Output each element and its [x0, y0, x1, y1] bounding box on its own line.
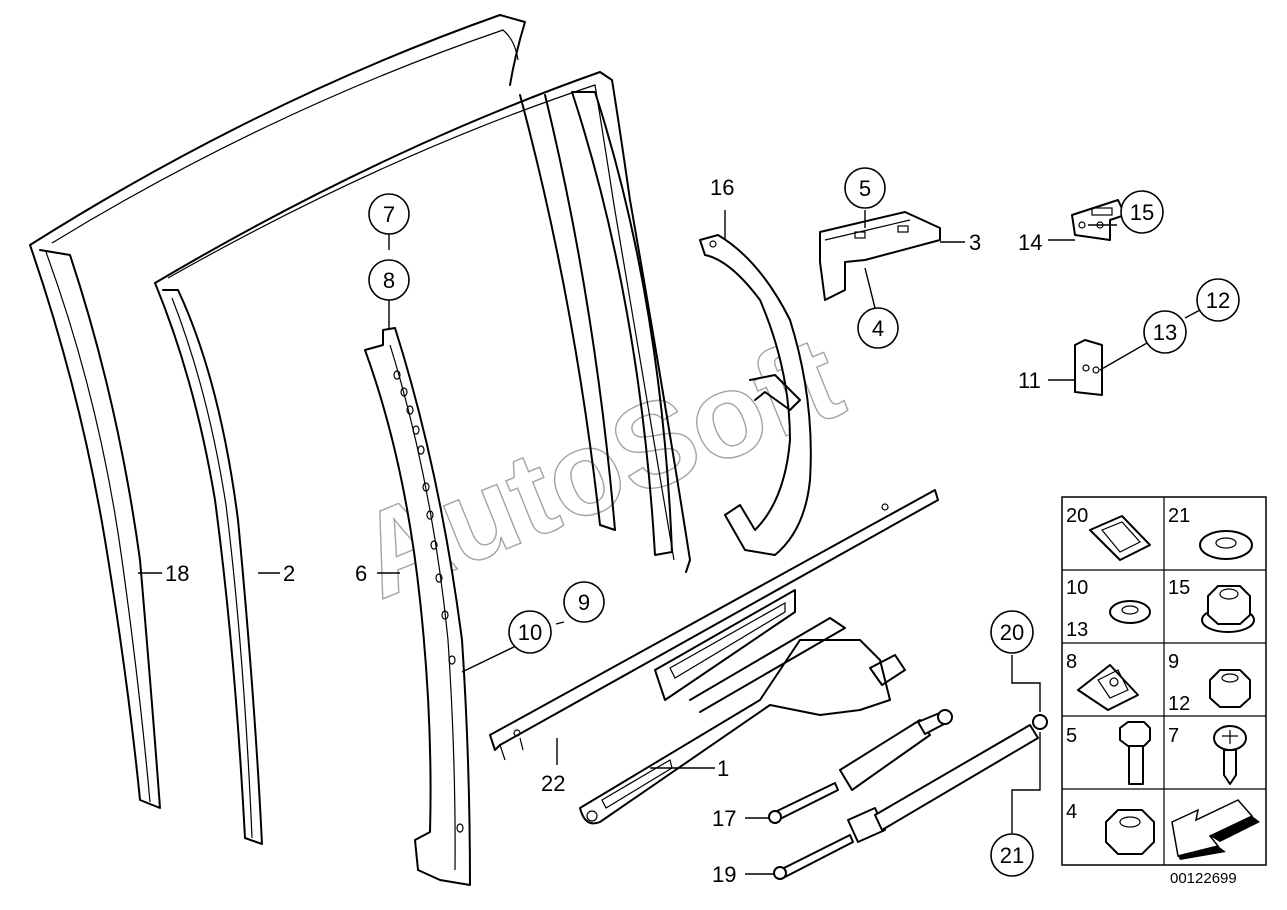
callout-6: 6	[355, 561, 367, 586]
inset-label-10: 10	[1066, 577, 1088, 599]
callout-circle-21: 21	[990, 833, 1034, 877]
part-1-regulator-mechanism	[579, 617, 906, 825]
callout-circle-13: 13	[1143, 310, 1187, 354]
speed-nut-icon	[1077, 664, 1139, 711]
svg-text:15: 15	[1130, 200, 1154, 225]
svg-text:21: 21	[1000, 843, 1024, 868]
callout-circle-7: 7	[368, 193, 410, 235]
callout-3: 3	[969, 230, 981, 255]
inset-label-9: 9	[1168, 651, 1179, 673]
part-16-window-guide-bracket	[699, 234, 812, 556]
part-14-small-bracket	[1071, 199, 1126, 241]
inset-label-13: 13	[1066, 619, 1088, 641]
svg-text:9: 9	[578, 590, 590, 615]
hex-bolt-icon	[1119, 721, 1151, 785]
direction-arrow-icon	[1171, 799, 1260, 860]
inset-label-20: 20	[1066, 505, 1088, 527]
callout-1: 1	[717, 756, 729, 781]
callout-leaders	[138, 210, 1201, 875]
callout-19: 19	[712, 862, 736, 887]
inset-label-12: 12	[1168, 693, 1190, 715]
hex-nut-icon	[1209, 669, 1251, 708]
part-2-window-frame-seal	[154, 71, 691, 845]
part-11-plate	[1074, 339, 1103, 396]
part-22-regulator-rail	[489, 489, 939, 761]
callout-11: 11	[1018, 368, 1041, 393]
callout-circle-4: 4	[857, 307, 899, 349]
part-3-bracket	[819, 211, 941, 301]
svg-text:10: 10	[518, 620, 542, 645]
inset-label-8: 8	[1066, 651, 1077, 673]
callout-16: 16	[710, 175, 734, 200]
svg-text:7: 7	[383, 202, 395, 227]
hardware-inset-table: 20 21 10 13 15 8 9 12	[1061, 496, 1267, 866]
diagram-reference-number: 00122699	[1170, 870, 1237, 887]
svg-text:13: 13	[1153, 320, 1177, 345]
hex-flange-nut-icon	[1201, 585, 1255, 633]
inset-label-5: 5	[1066, 725, 1077, 747]
part-17-gas-strut	[768, 709, 953, 824]
part-6-window-guide-rail	[364, 327, 471, 886]
inset-label-4: 4	[1066, 801, 1077, 823]
inset-label-21: 21	[1168, 505, 1190, 527]
callout-circle-12: 12	[1196, 278, 1240, 322]
svg-text:4: 4	[872, 316, 884, 341]
callout-14: 14	[1018, 230, 1042, 255]
inset-label-15: 15	[1168, 577, 1190, 599]
callout-22: 22	[541, 771, 565, 796]
pan-head-screw-icon	[1213, 725, 1247, 785]
hex-nut-icon	[1105, 809, 1155, 855]
callout-2: 2	[283, 561, 295, 586]
part-19-gas-strut	[773, 714, 1048, 880]
washer-icon	[1109, 600, 1151, 624]
callout-circle-8: 8	[368, 259, 410, 301]
callout-circle-20: 20	[990, 610, 1034, 654]
svg-text:8: 8	[383, 268, 395, 293]
callout-circle-5: 5	[844, 167, 886, 209]
washer-icon	[1199, 530, 1253, 560]
callout-circle-10: 10	[508, 610, 552, 654]
callout-17: 17	[712, 806, 736, 831]
svg-text:20: 20	[1000, 620, 1024, 645]
callout-circle-15: 15	[1120, 190, 1164, 234]
svg-text:5: 5	[859, 176, 871, 201]
callout-circle-9: 9	[563, 581, 605, 623]
callout-18: 18	[165, 561, 189, 586]
svg-text:12: 12	[1206, 288, 1230, 313]
clip-nut-icon	[1089, 515, 1151, 561]
part-18-outer-door-seal	[29, 14, 526, 809]
inset-label-7: 7	[1168, 725, 1179, 747]
